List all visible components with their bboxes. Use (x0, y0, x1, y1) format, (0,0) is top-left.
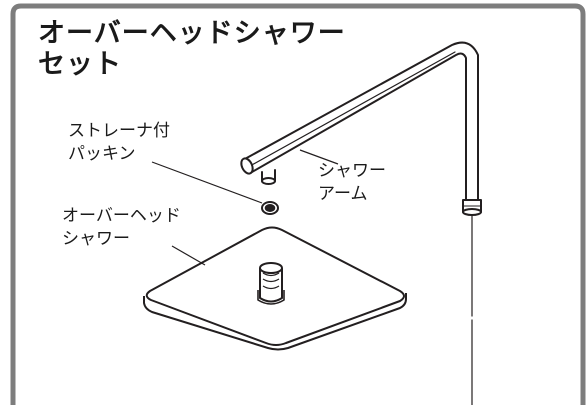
label-strainer-line-1: ストレーナ付 (68, 121, 170, 141)
label-arm-line-2: アーム (318, 184, 368, 204)
shower-arm (240, 41, 482, 216)
strainer-packing (261, 201, 279, 215)
label-overhead-shower: オーバーヘッド シャワー (62, 205, 181, 251)
overhead-shower-head (143, 226, 407, 351)
label-shower-arm: シャワー アーム (318, 160, 386, 206)
label-strainer-line-2: パッキン (68, 144, 136, 164)
label-arm-line-1: シャワー (318, 161, 386, 181)
title-line-1: オーバーヘッドシャワー (38, 18, 346, 49)
leader-head (171, 245, 206, 266)
panel-frame (10, 3, 586, 405)
leader-arm (299, 149, 339, 165)
label-head-line-1: オーバーヘッド (62, 206, 181, 226)
leader-strainer (151, 161, 263, 204)
label-head-line-2: シャワー (62, 229, 130, 249)
panel-bottom-band (13, 368, 583, 402)
diagram-title: オーバーヘッドシャワー セット (38, 18, 346, 80)
leader-lines (151, 149, 339, 266)
title-line-2: セット (38, 49, 122, 80)
label-strainer-packing: ストレーナ付 パッキン (68, 120, 170, 166)
